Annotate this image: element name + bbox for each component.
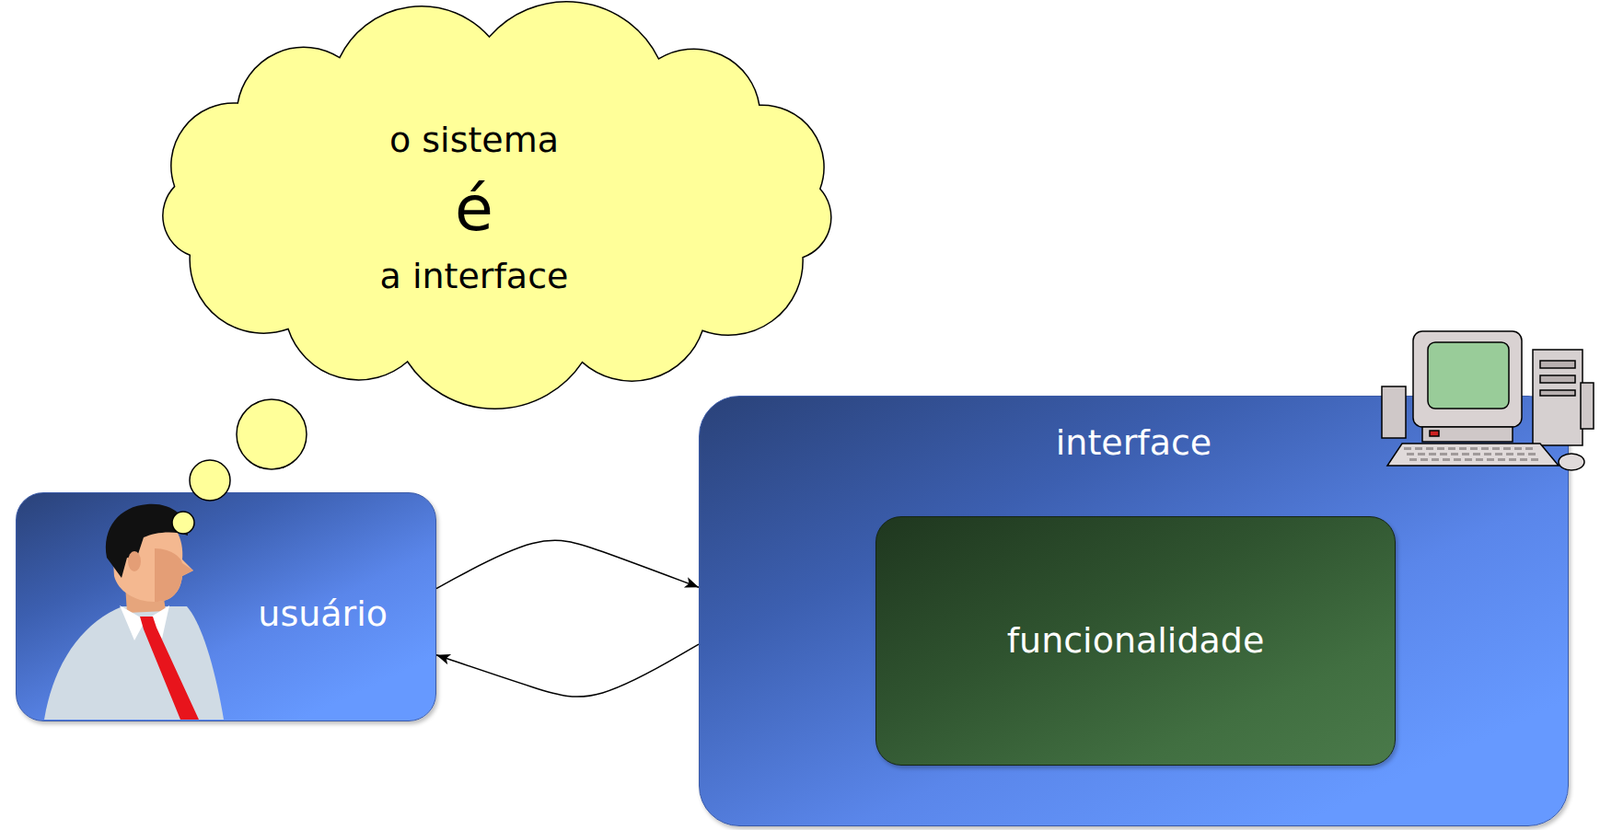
monitor-base (1422, 427, 1513, 442)
key (1414, 447, 1423, 451)
thought-bubble (189, 460, 231, 501)
person-icon (16, 493, 256, 720)
node-label: interface (1055, 422, 1212, 465)
user-box: usuário (15, 492, 437, 722)
key (1459, 447, 1467, 451)
key (1448, 447, 1456, 451)
key (1495, 452, 1503, 456)
key (1409, 458, 1417, 462)
thought-cloud: o sistema é a interface (138, 1, 857, 404)
key (1464, 458, 1473, 462)
cloud-shape (162, 1, 832, 410)
key (1506, 452, 1514, 456)
key (1450, 452, 1459, 456)
drive-bay (1540, 360, 1576, 369)
computer-icon (1378, 329, 1596, 477)
key (1439, 452, 1448, 456)
thought-bubble (172, 511, 195, 534)
key (1420, 458, 1428, 462)
key (1517, 452, 1525, 456)
tie (139, 616, 199, 720)
key (1475, 458, 1484, 462)
key (1453, 458, 1461, 462)
key (1497, 458, 1506, 462)
node-label: a interface (380, 255, 569, 299)
node-label: usuário (257, 593, 388, 637)
keyboard (1387, 443, 1559, 466)
key (1514, 447, 1522, 451)
key (1428, 452, 1437, 456)
node-label: é (454, 173, 494, 245)
key (1417, 452, 1426, 456)
key (1525, 447, 1533, 451)
key (1492, 447, 1500, 451)
computer-tower (1532, 349, 1583, 446)
cloud-outline (138, 1, 857, 404)
key (1437, 447, 1445, 451)
key (1472, 452, 1481, 456)
node-label: funcionalidade (1007, 620, 1265, 663)
key (1426, 447, 1434, 451)
speaker (1580, 382, 1594, 429)
key (1528, 452, 1536, 456)
face-shade (154, 548, 194, 603)
drive-bay (1540, 390, 1576, 396)
key (1484, 452, 1492, 456)
key (1406, 452, 1415, 456)
key (1481, 447, 1489, 451)
key (1503, 447, 1511, 451)
key (1486, 458, 1495, 462)
key (1431, 458, 1439, 462)
mouse (1558, 453, 1585, 471)
key (1519, 458, 1528, 462)
functionality-box: funcionalidade (875, 516, 1396, 766)
thought-bubbles (16, 392, 330, 540)
flow-arrow (436, 644, 699, 697)
thought-bubble (236, 399, 307, 470)
monitor (1413, 331, 1522, 428)
flow-arrow (436, 540, 699, 589)
node-label: o sistema (389, 119, 559, 163)
key (1530, 458, 1539, 462)
key (1508, 458, 1517, 462)
drive-bay (1540, 375, 1576, 383)
monitor-screen (1427, 342, 1509, 409)
shirt (44, 606, 224, 720)
power-light (1429, 430, 1439, 437)
key (1442, 458, 1450, 462)
interface-box: interface funcionalidade (698, 395, 1569, 827)
ear (127, 551, 141, 572)
key (1461, 452, 1470, 456)
key (1470, 447, 1478, 451)
key (1403, 447, 1412, 451)
speaker (1381, 386, 1406, 439)
